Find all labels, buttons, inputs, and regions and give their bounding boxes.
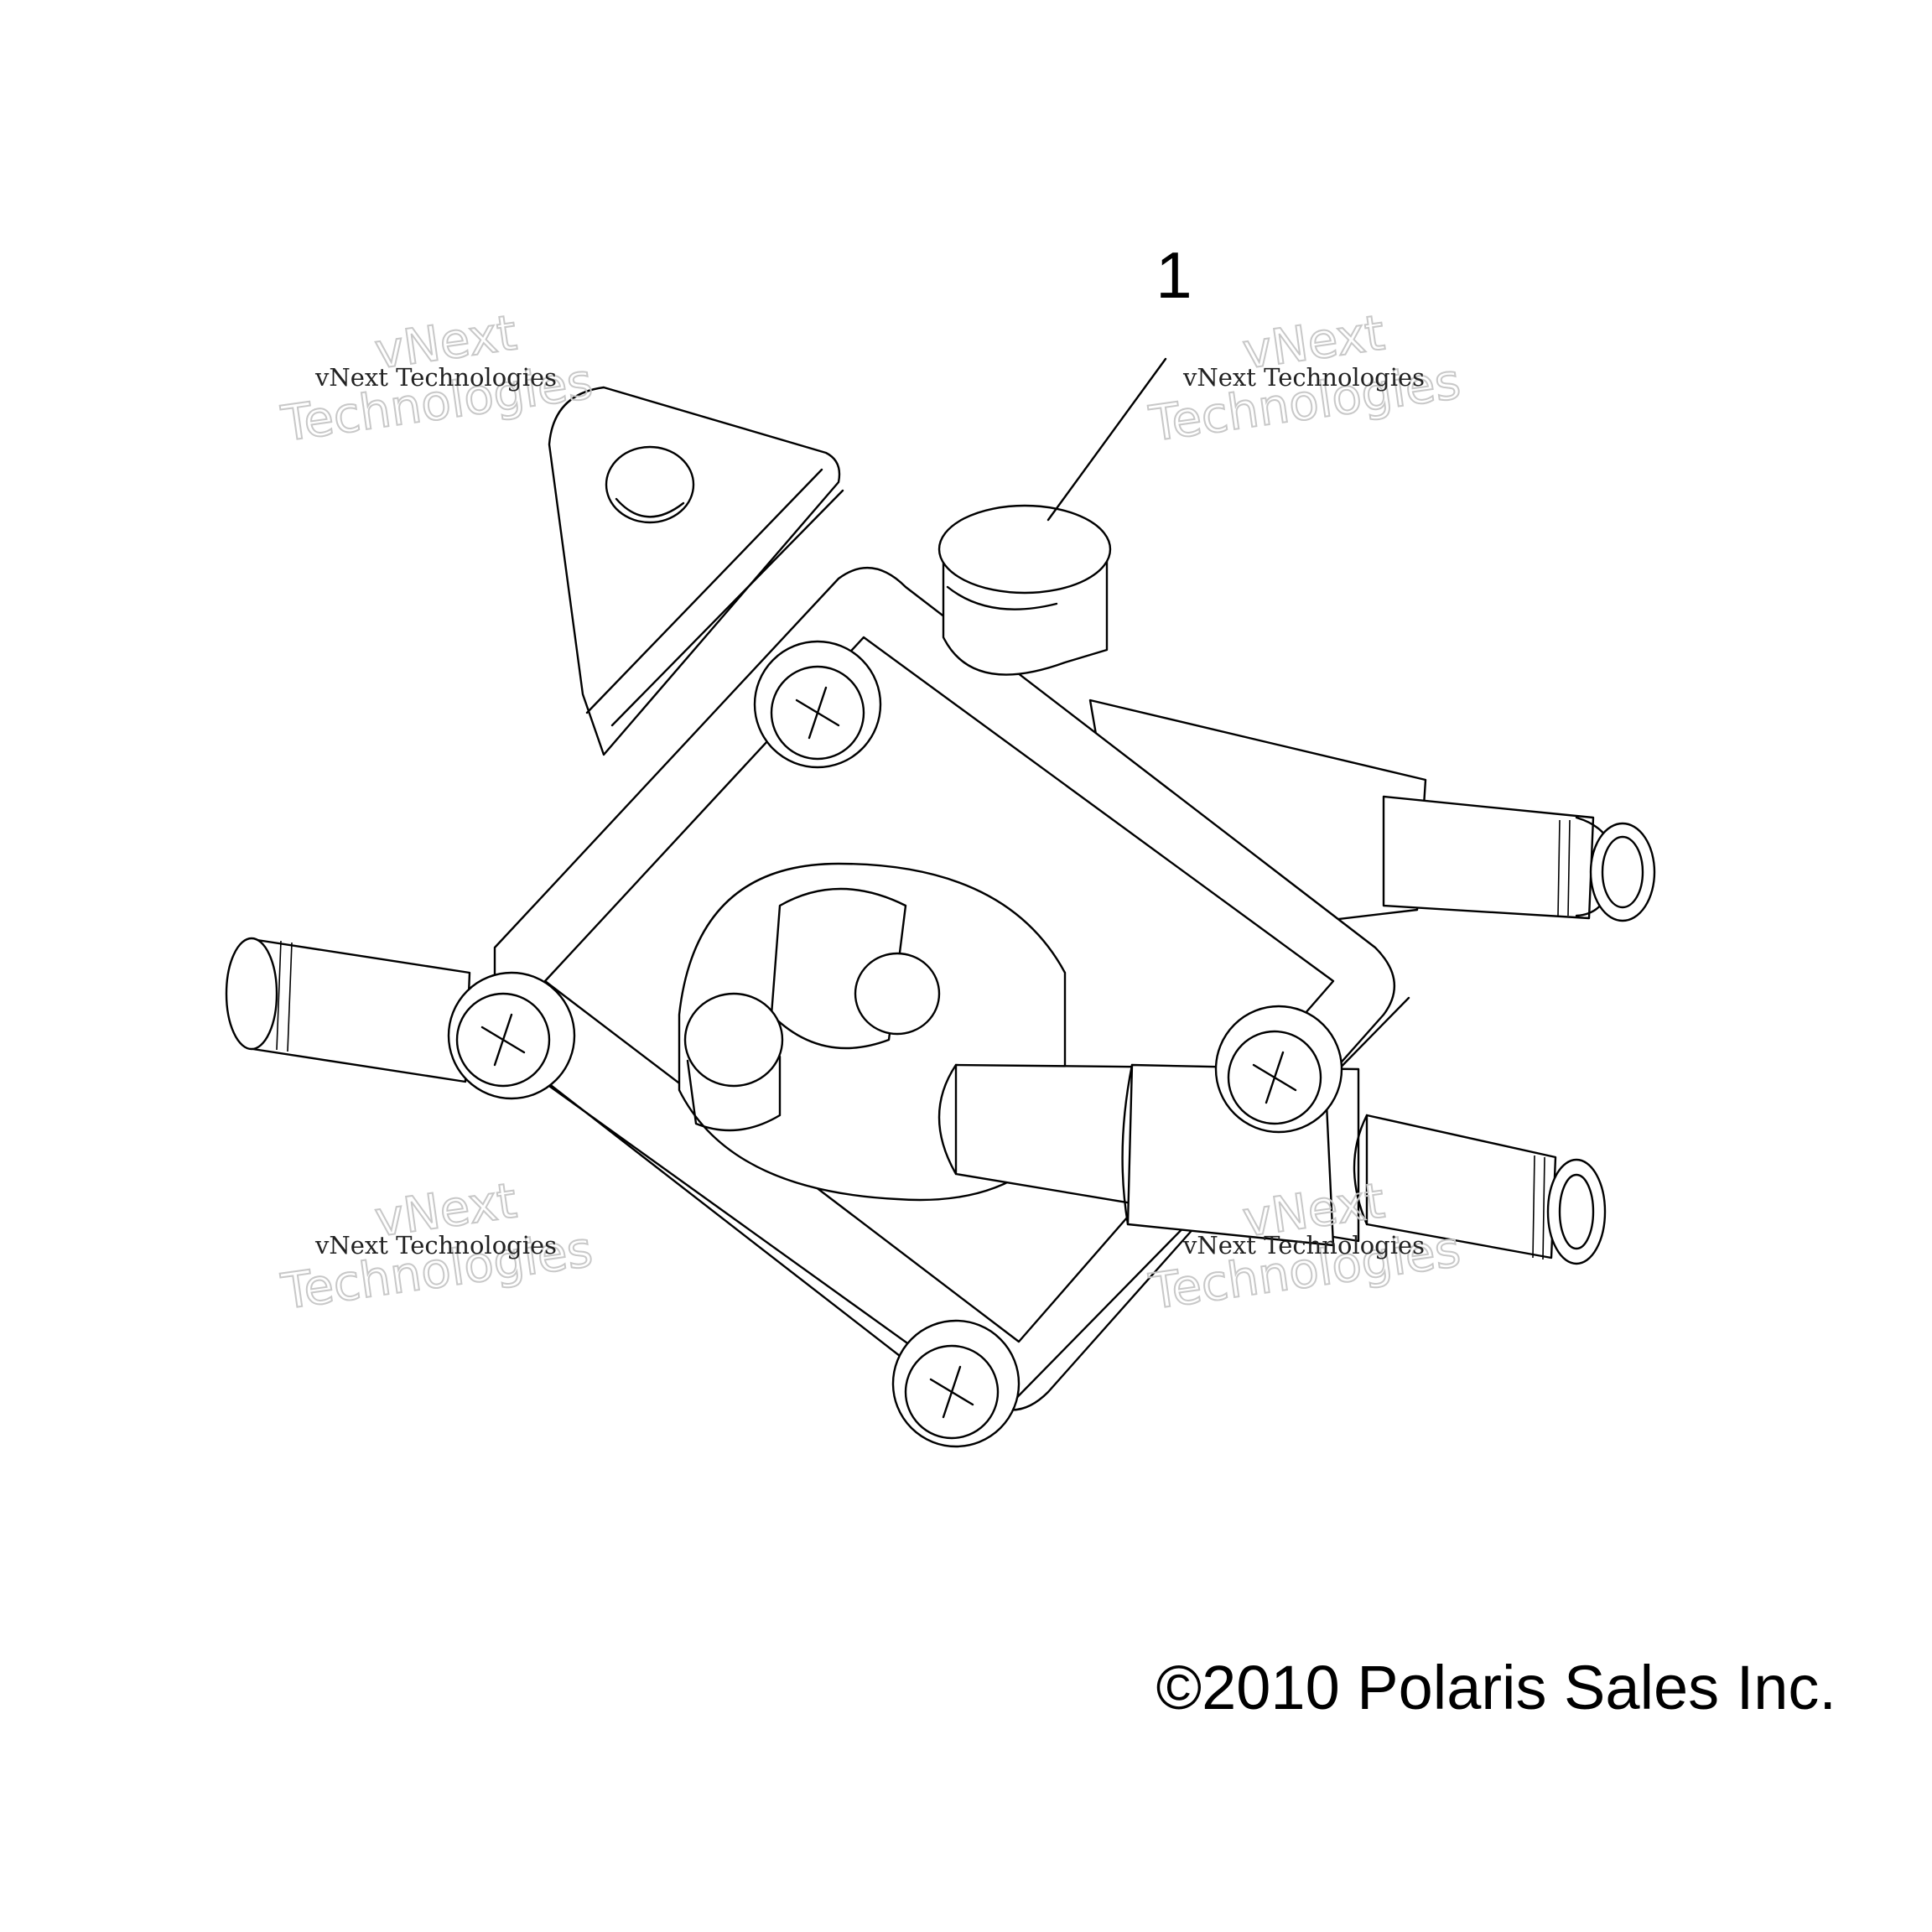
screw-top <box>753 640 882 769</box>
watermark-top-left: vNext Technologies vNext Technologies <box>277 303 596 453</box>
screw-bottom <box>891 1319 1021 1448</box>
screw-right <box>1214 1005 1343 1134</box>
screw-left <box>447 971 576 1100</box>
callout-1: 1 <box>1046 238 1192 522</box>
watermark-small: vNext Technologies <box>314 363 557 392</box>
top-cap <box>937 504 1112 676</box>
watermark-bottom-left: vNext Technologies vNext Technologies <box>277 1171 596 1321</box>
copyright: ©2010 Polaris Sales Inc. <box>1156 1653 1836 1722</box>
inlet-fitting-left <box>225 937 471 1083</box>
callout-label: 1 <box>1156 238 1192 312</box>
watermark-top-right: vNext Technologies vNext Technologies <box>1145 303 1464 453</box>
watermark-small: vNext Technologies <box>314 1231 557 1259</box>
watermark-small: vNext Technologies <box>1182 1231 1425 1259</box>
mounting-bracket <box>548 386 844 756</box>
watermark-small: vNext Technologies <box>1182 363 1425 392</box>
